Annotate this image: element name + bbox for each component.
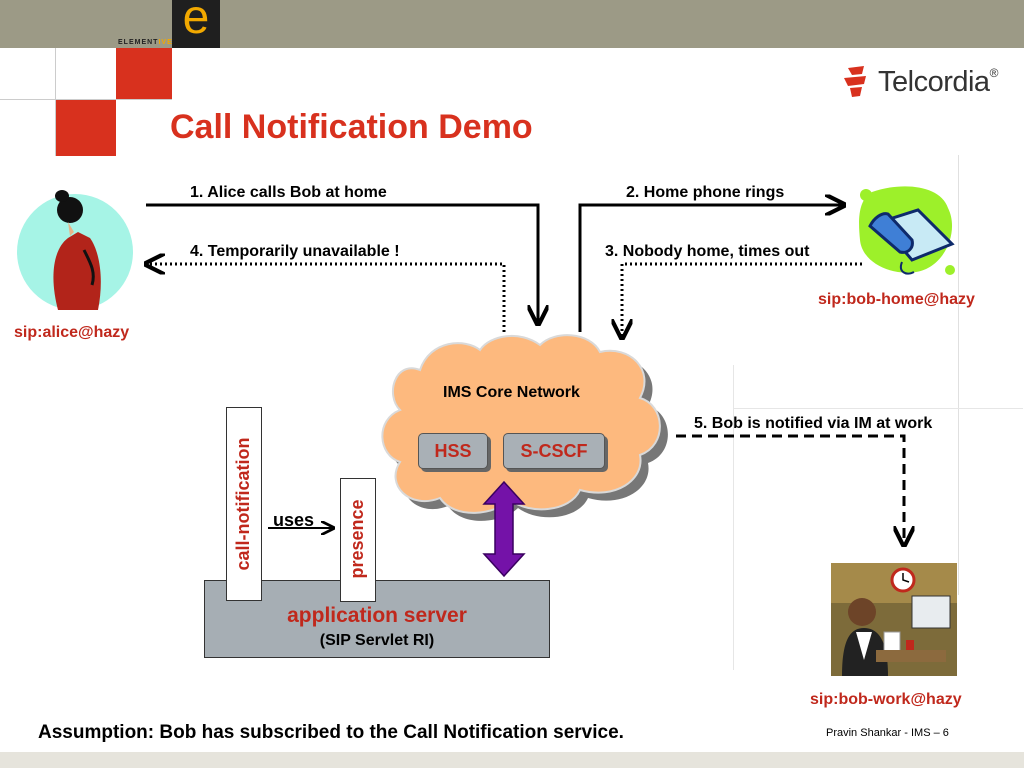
telcordia-icon [844,66,866,97]
presence-label: presence [347,499,367,579]
divider-line [733,365,734,670]
telcordia-logo: Telcordia® [878,66,998,99]
logo-word-part1: ELEMENT [118,39,159,46]
elementive-logo-letter: e [182,0,210,44]
presence-box [340,478,376,602]
arrow-step1 [146,203,538,322]
application-server-title: application server [287,604,467,627]
top-bar [0,0,1024,48]
telcordia-wordmark: Telcordia [878,66,990,98]
step2-label: 2. Home phone rings [626,184,785,201]
elementive-logo-word: ELEMENTIVE [118,39,173,46]
ims-core-label: IMS Core Network [443,384,580,401]
arrow-step4 [148,264,506,332]
decor-line-v [55,48,56,156]
sip-bob-home: sip:bob-home@hazy [818,291,975,308]
step5-label: 5. Bob is notified via IM at work [694,415,933,432]
decor-line-h [0,99,172,100]
registered-mark: ® [989,66,999,80]
step1-label: 1. Alice calls Bob at home [190,184,387,201]
arrow-step3 [622,262,862,336]
decor-square-1 [116,48,172,100]
divider-line [733,408,1023,409]
arrow-step2 [578,205,842,332]
bottom-bar [0,752,1024,768]
alice-avatar [17,190,133,310]
application-server-subtitle: (SIP Servlet RI) [319,632,435,649]
assumption-footer: Assumption: Bob has subscribed to the Ca… [38,722,624,743]
arrow-step5 [676,434,904,543]
decor-square-2 [56,100,116,156]
purple-double-arrow [482,480,526,578]
sip-alice: sip:alice@hazy [14,324,130,341]
step4-label: 4. Temporarily unavailable ! [190,243,400,260]
sip-bob-work: sip:bob-work@hazy [810,691,962,708]
ims-cloud [381,334,668,521]
scscf-node: S-CSCF [503,433,605,469]
slide-credit: Pravin Shankar - IMS – 6 [826,727,949,739]
hss-node: HSS [418,433,488,469]
bob-home-phone-icon [859,186,955,275]
divider-line [958,155,959,595]
logo-word-part2: IVE [158,39,173,46]
bob-work-icon [831,563,957,676]
page-title: Call Notification Demo [170,108,533,146]
step3-label: 3. Nobody home, times out [605,243,810,260]
elementive-logo-box [172,0,220,48]
uses-label: uses [273,510,315,530]
call-notification-label: call-notification [233,437,253,571]
call-notification-box [226,407,262,601]
